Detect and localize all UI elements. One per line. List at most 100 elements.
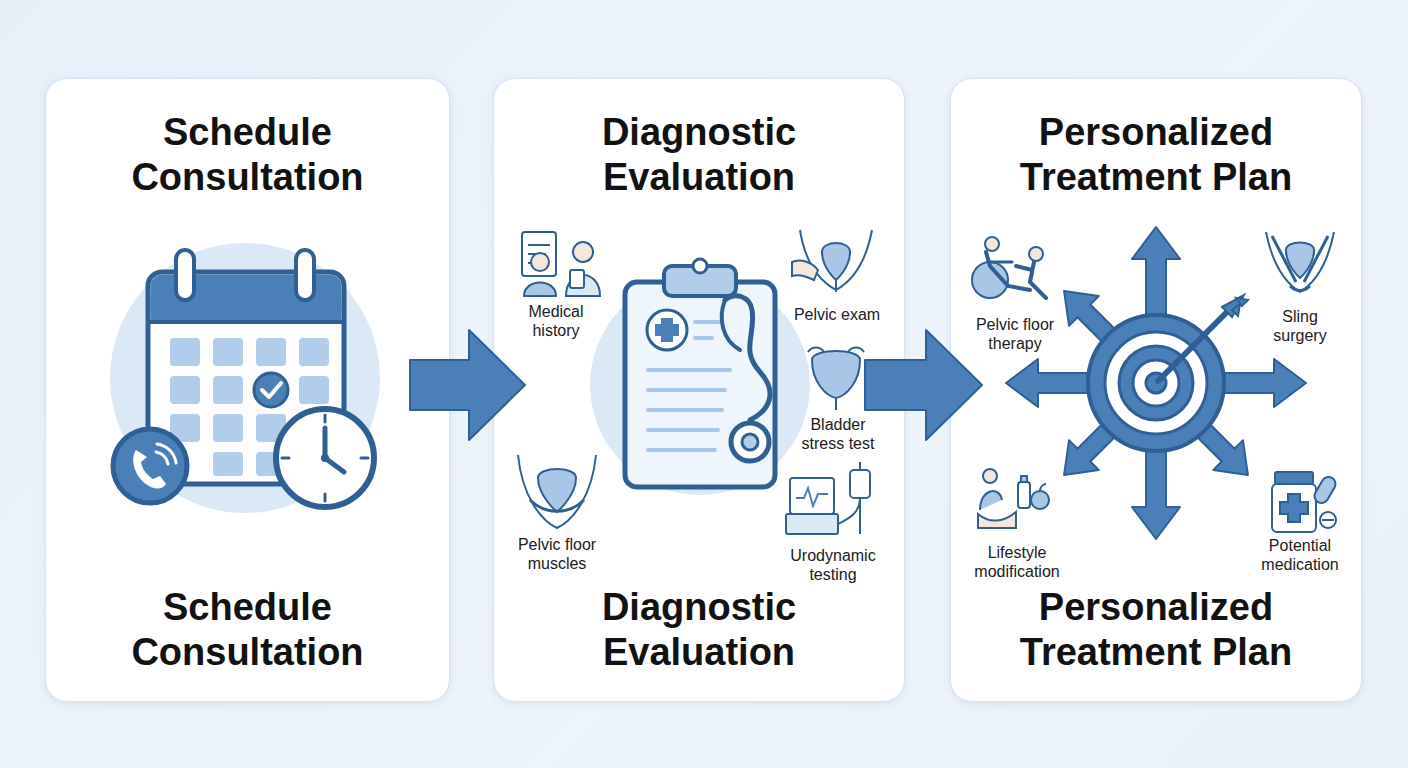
step-footer-heading: Schedule Consultation — [83, 585, 413, 675]
radiating-arrows-part-part — [1132, 445, 1180, 539]
medical-history-icon — [522, 232, 600, 296]
lifestyle-icon-part — [1018, 482, 1030, 508]
radiating-arrows-part — [1218, 359, 1306, 407]
clipboard-illustration-part-part — [648, 388, 725, 392]
calendar-illustration-part — [321, 454, 329, 462]
urodynamic-icon-part — [859, 462, 861, 470]
icon-label: Pelvic floor therapy — [965, 315, 1065, 353]
clipboard-illustration-part — [725, 296, 770, 420]
clipboard-illustration-part-part — [695, 336, 712, 340]
icon-label: Lifestyle modification — [961, 543, 1073, 581]
calendar-illustration-part-part — [213, 452, 243, 476]
calendar-illustration-part-part — [282, 457, 289, 460]
calendar-illustration-part-part — [299, 338, 329, 366]
calendar-illustration-part — [151, 300, 342, 322]
urodynamic-icon-part — [796, 488, 828, 506]
calendar-illustration-part-part — [256, 452, 286, 476]
clipboard-illustration-part-part — [648, 428, 718, 432]
therapy-icon-part — [985, 237, 999, 251]
calendar-illustration-part — [133, 450, 166, 489]
calendar-illustration-part-part — [170, 338, 200, 366]
calendar-illustration-part — [276, 409, 374, 507]
calendar-illustration-part-part — [299, 376, 329, 404]
calendar-illustration-part-part — [324, 415, 327, 422]
lifestyle-icon-part — [1040, 484, 1046, 491]
bladder-icon-part — [808, 348, 864, 353]
lifestyle-icon-part — [983, 469, 997, 483]
calendar-illustration-part-part — [324, 494, 327, 501]
step-card: Diagnostic EvaluationDiagnostic Evaluati… — [493, 78, 905, 702]
medication-icon-part — [1275, 472, 1313, 484]
step-heading: Diagnostic Evaluation — [534, 110, 864, 200]
calendar-illustration-part-part — [299, 414, 329, 442]
medical-history-icon-part — [566, 275, 600, 296]
calendar-illustration-part-part — [213, 338, 243, 366]
target-illustration-part — [1088, 315, 1224, 451]
calendar-illustration-part — [156, 444, 176, 464]
target-illustration-part — [1146, 373, 1166, 393]
calendar-illustration-part-part — [256, 338, 286, 366]
calendar-illustration-part — [148, 320, 344, 324]
icon-label: Sling surgery — [1263, 307, 1338, 345]
medication-icon-part — [1280, 494, 1308, 522]
urodynamic-icon-part — [790, 478, 834, 514]
radiating-arrows-part-part — [1132, 227, 1180, 321]
medical-history-icon-part — [573, 242, 593, 262]
pelvic-exam-icon-part — [835, 280, 837, 292]
radiating-arrows-part — [1132, 227, 1180, 321]
step-card: Schedule ConsultationSchedule Consultati… — [45, 78, 450, 702]
pelvic-exam-icon-part — [800, 230, 872, 290]
sling-icon-part — [1266, 232, 1334, 292]
radiating-arrows-part-part — [1049, 412, 1127, 490]
urodynamic-icon-part — [838, 498, 860, 524]
medication-icon-part — [1312, 474, 1338, 505]
radiating-arrows-part — [1006, 359, 1094, 407]
clipboard-illustration-part-part — [648, 408, 722, 412]
medication-icon — [1272, 472, 1338, 532]
therapy-icon-part — [990, 261, 1012, 264]
target-illustration-part — [1133, 360, 1179, 406]
calendar-illustration-part — [325, 458, 344, 472]
calendar-illustration-part — [262, 383, 281, 397]
calendar-illustration-part — [148, 272, 344, 484]
lifestyle-icon-part — [1031, 491, 1049, 509]
pelvic-floor-icon-part — [518, 455, 596, 528]
lifestyle-icon — [978, 469, 1049, 528]
calendar-illustration — [110, 243, 380, 513]
sling-icon — [1266, 232, 1334, 292]
clipboard-illustration-part — [693, 259, 707, 273]
icon-label: Bladder stress test — [788, 415, 888, 453]
urodynamic-icon-part — [786, 514, 838, 534]
radiating-arrows-part-part — [1006, 359, 1094, 407]
step-footer-heading: Diagnostic Evaluation — [534, 585, 864, 675]
step-heading: Personalized Treatment Plan — [991, 110, 1321, 200]
clipboard-illustration-part — [655, 318, 679, 342]
calendar-illustration-part-part — [213, 376, 243, 404]
radiating-arrows-part-part — [1049, 276, 1127, 354]
bladder-icon — [808, 348, 864, 411]
pelvic-floor-icon — [518, 455, 596, 528]
calendar-illustration-part-part — [213, 414, 243, 442]
therapy-icon-part — [972, 262, 1008, 298]
step-heading: Schedule Consultation — [83, 110, 413, 200]
calendar-illustration-part — [296, 250, 314, 300]
calendar-illustration-part — [323, 428, 328, 458]
clipboard-illustration-part — [590, 275, 810, 495]
radiating-arrows-part-part — [1185, 412, 1263, 490]
target-illustration-part — [1158, 301, 1238, 381]
block-arrow — [410, 330, 525, 440]
calendar-illustration-part-part — [361, 457, 368, 460]
icon-label: Pelvic floor muscles — [507, 535, 607, 573]
medication-icon-part — [1322, 519, 1334, 521]
medical-history-icon-part — [528, 262, 548, 264]
sling-icon-part — [1286, 243, 1314, 279]
icon-label: Medical history — [515, 302, 597, 340]
target-illustration-part — [1222, 295, 1244, 317]
clipboard-illustration-part — [647, 310, 687, 350]
clipboard-illustration-part-part — [648, 448, 715, 452]
step-card: Personalized Treatment PlanPersonalized … — [950, 78, 1362, 702]
icon-label: Potential medication — [1250, 536, 1350, 574]
medical-history-icon-part — [570, 270, 584, 288]
radiating-arrows — [1006, 227, 1306, 539]
